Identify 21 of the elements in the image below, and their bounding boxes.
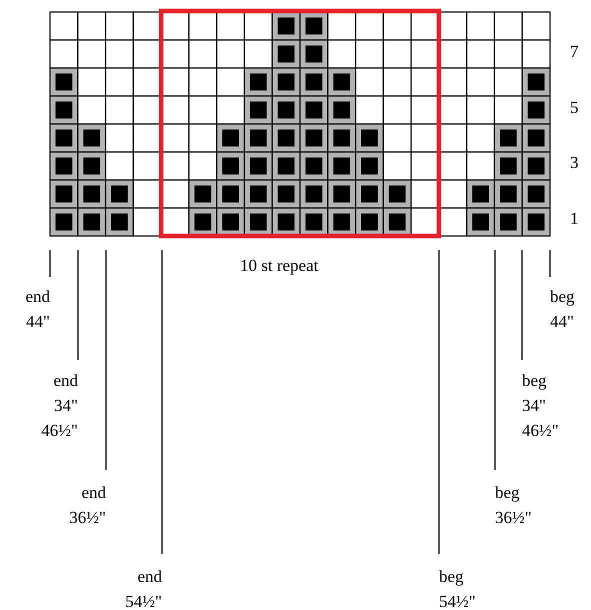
size-marker-label: beg 36½": [495, 480, 532, 530]
row-number: 3: [570, 153, 578, 173]
leader-line: [105, 250, 107, 470]
size-marker-label: beg 34" 46½": [522, 368, 559, 443]
size-marker-label: beg 54½": [439, 564, 476, 610]
size-marker-label: beg 44": [550, 284, 575, 334]
leader-line: [77, 250, 79, 360]
leader-line: [549, 250, 551, 277]
leader-line: [438, 250, 440, 554]
size-marker-label: end 54½": [125, 564, 162, 610]
size-marker-label: end 34" 46½": [41, 368, 78, 443]
repeat-label: 10 st repeat: [240, 256, 318, 276]
size-marker-label: end 44": [25, 284, 50, 334]
leader-line: [161, 250, 163, 554]
size-marker-label: end 36½": [69, 480, 106, 530]
leader-line: [494, 250, 496, 470]
leader-line: [49, 250, 51, 277]
leader-line: [521, 250, 523, 360]
row-number: 1: [570, 209, 578, 229]
row-number: 5: [570, 98, 578, 118]
row-number: 7: [570, 42, 578, 62]
